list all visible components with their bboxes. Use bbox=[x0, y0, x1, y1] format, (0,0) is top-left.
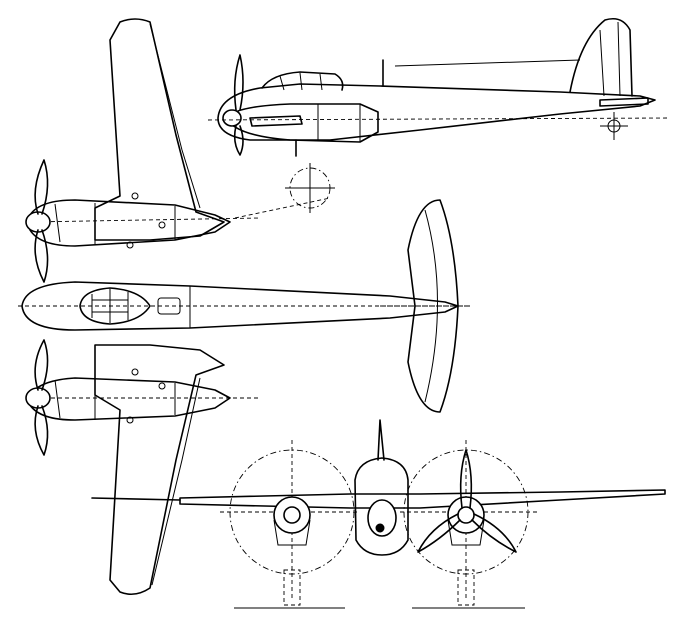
side-view bbox=[207, 17, 669, 213]
front-right-propeller-blade-2 bbox=[417, 513, 461, 553]
side-spinner bbox=[222, 109, 242, 127]
side-exhaust bbox=[249, 115, 303, 127]
side-rudder-line bbox=[599, 21, 621, 97]
plan-upper-nacelle-centreline bbox=[29, 217, 261, 223]
side-fin bbox=[569, 17, 633, 97]
side-centreline bbox=[207, 117, 669, 121]
plan-lower-wing bbox=[94, 344, 225, 596]
side-wheel-crosshair bbox=[285, 163, 335, 213]
front-view bbox=[91, 419, 666, 609]
plan-lower-spinner bbox=[25, 387, 51, 409]
plan-view bbox=[18, 18, 470, 596]
plan-hatch bbox=[157, 297, 181, 315]
front-right-nacelle-body bbox=[447, 519, 485, 546]
plan-lower-nacelle bbox=[29, 377, 231, 421]
side-tailplane bbox=[599, 97, 649, 107]
plan-canopy-frames bbox=[91, 289, 129, 323]
plan-upper-propeller-blade-2 bbox=[34, 229, 49, 283]
front-wing bbox=[179, 489, 666, 509]
plan-upper-nacelle-cowl bbox=[54, 203, 176, 244]
front-nose-cone bbox=[367, 499, 397, 537]
side-nacelle-panels bbox=[317, 104, 361, 142]
side-canopy-frames bbox=[279, 72, 323, 91]
front-nose-gun bbox=[375, 523, 385, 533]
plan-guide-line bbox=[234, 197, 331, 219]
side-fuselage bbox=[217, 83, 656, 141]
front-right-spinner bbox=[457, 506, 475, 524]
plan-lower-wing-flap-line bbox=[151, 377, 201, 586]
plan-canopy bbox=[79, 287, 151, 325]
front-wing-stub bbox=[91, 497, 181, 501]
plan-upper-spinner bbox=[25, 211, 51, 233]
side-canopy bbox=[261, 71, 344, 91]
plan-lower-nacelle-cowl bbox=[54, 379, 176, 420]
front-left-spinner bbox=[283, 506, 301, 524]
front-right-propeller-blade-3 bbox=[471, 513, 517, 553]
front-left-gear bbox=[283, 569, 301, 606]
plan-lower-propeller-blade-2 bbox=[34, 405, 49, 456]
front-left-nacelle-body bbox=[273, 519, 311, 546]
side-upper-guide bbox=[394, 59, 581, 67]
plan-elevator-line bbox=[424, 209, 438, 403]
side-propeller-blade-1 bbox=[233, 54, 244, 111]
plan-upper-wing-flap-line bbox=[149, 23, 201, 209]
front-fin bbox=[377, 419, 385, 461]
plan-upper-nacelle bbox=[29, 199, 231, 247]
side-propeller-blade-2 bbox=[233, 125, 244, 156]
side-tailwheel-crosshair bbox=[600, 112, 628, 140]
front-right-gear bbox=[457, 569, 475, 606]
front-fuselage bbox=[354, 457, 409, 556]
plan-exhaust-stubs bbox=[126, 192, 166, 424]
plan-upper-propeller-blade-1 bbox=[34, 159, 49, 215]
front-right-propeller-blade-1 bbox=[459, 449, 473, 509]
plan-upper-wing bbox=[94, 18, 225, 241]
plan-lower-propeller-blade-1 bbox=[34, 339, 49, 391]
